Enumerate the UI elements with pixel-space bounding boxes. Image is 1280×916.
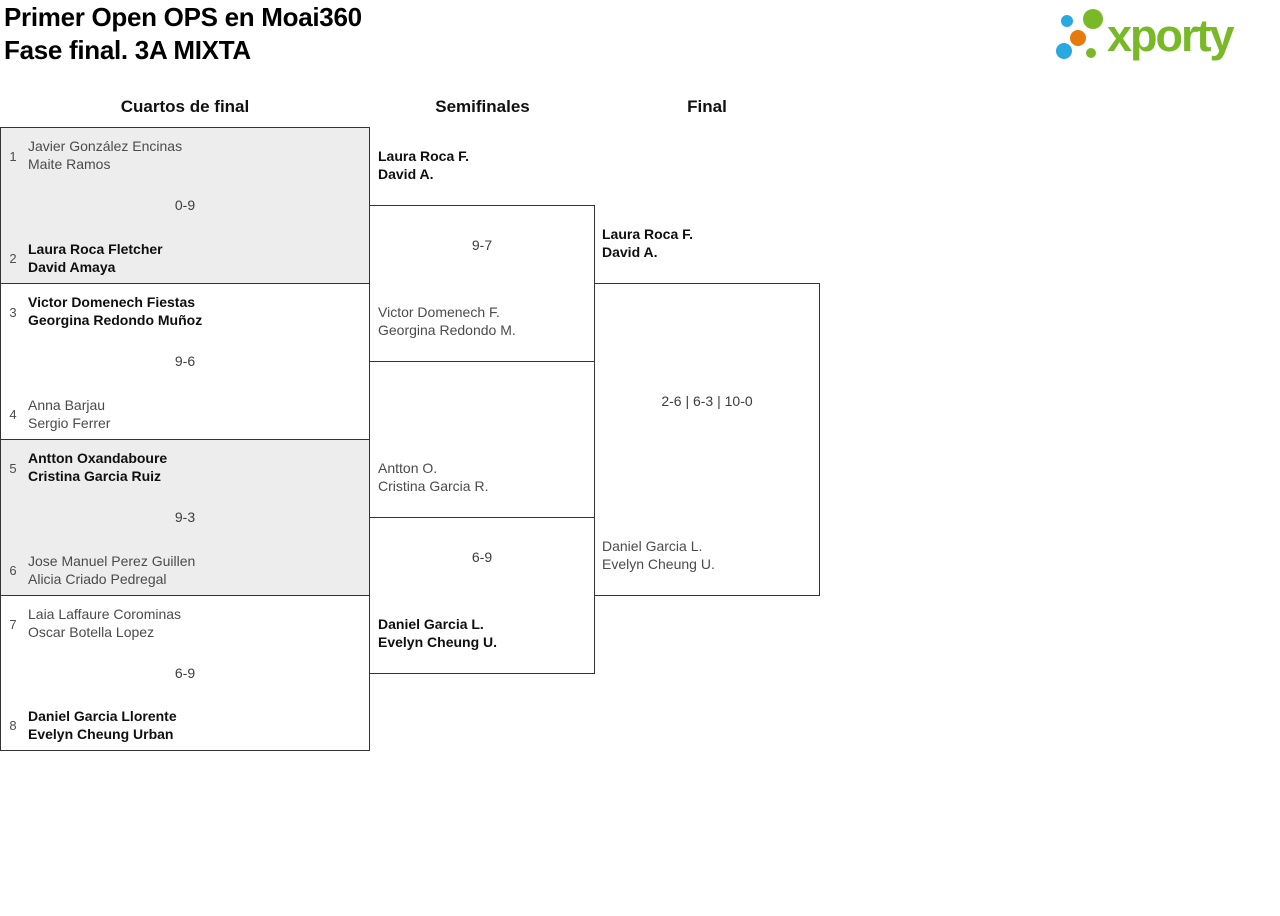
team-name: Antton O. Cristina Garcia R. xyxy=(378,460,489,494)
team-name: Javier González Encinas Maite Ramos xyxy=(28,138,183,172)
logo-dot-green-small-icon xyxy=(1086,48,1096,58)
team-name: Antton Oxandaboure Cristina Garcia Ruiz xyxy=(28,450,168,484)
seed-number: 3 xyxy=(9,304,17,320)
round-header-semifinals: Semifinales xyxy=(435,97,530,116)
round-header-quarterfinals: Cuartos de final xyxy=(120,97,250,116)
match-box-quarterfinal-2[interactable]: 3 Victor Domenech Fiestas Georgina Redon… xyxy=(0,283,370,440)
team-name: Victor Domenech Fiestas Georgina Redondo… xyxy=(28,294,203,328)
match-score: 6-9 xyxy=(174,665,196,681)
match-box-semifinal-2[interactable] xyxy=(369,517,595,674)
match-box-quarterfinal-4[interactable]: 7 Laia Laffaure Corominas Oscar Botella … xyxy=(0,595,370,751)
match-score: 9-6 xyxy=(174,353,196,369)
seed-number: 6 xyxy=(9,562,17,578)
seed-number: 5 xyxy=(9,460,17,476)
page-subtitle: Fase final. 3A MIXTA xyxy=(4,35,251,65)
team-name: Laura Roca F. David A. xyxy=(378,148,470,182)
logo-dot-blue-small-icon xyxy=(1061,15,1073,27)
seed-number: 4 xyxy=(9,406,17,422)
team-name: Laia Laffaure Corominas Oscar Botella Lo… xyxy=(28,606,182,640)
team-name: Laura Roca Fletcher David Amaya xyxy=(28,241,163,275)
team-name: Laura Roca F. David A. xyxy=(602,226,694,260)
seed-number: 7 xyxy=(9,616,17,632)
logo-dot-blue-big-icon xyxy=(1056,43,1072,59)
page-title: Primer Open OPS en Moai360 xyxy=(4,2,362,32)
logo-dot-orange-icon xyxy=(1070,30,1086,46)
match-score: 6-9 xyxy=(471,549,493,565)
match-box-quarterfinal-3[interactable]: 5 Antton Oxandaboure Cristina Garcia Rui… xyxy=(0,439,370,596)
seed-number: 1 xyxy=(9,148,17,164)
match-score: 2-6 | 6-3 | 10-0 xyxy=(661,393,753,409)
team-name: Anna Barjau Sergio Ferrer xyxy=(28,397,111,431)
seed-number: 2 xyxy=(9,250,17,266)
seed-number: 8 xyxy=(9,717,17,733)
match-score: 0-9 xyxy=(174,197,196,213)
logo-text: xporty xyxy=(1107,10,1235,61)
match-score: 9-7 xyxy=(471,237,493,253)
match-box-final[interactable] xyxy=(594,283,820,596)
team-name: Daniel Garcia Llorente Evelyn Cheung Urb… xyxy=(28,708,177,742)
page-header: Primer Open OPS en Moai360 Fase final. 3… xyxy=(4,1,362,67)
logo-dot-green-big-icon xyxy=(1083,9,1103,29)
match-score: 9-3 xyxy=(174,509,196,525)
round-header-final: Final xyxy=(687,97,727,116)
team-name: Jose Manuel Perez Guillen Alicia Criado … xyxy=(28,553,196,587)
match-box-quarterfinal-1[interactable]: 1 Javier González Encinas Maite Ramos 0-… xyxy=(0,127,370,284)
team-name: Daniel Garcia L. Evelyn Cheung U. xyxy=(602,538,715,572)
team-name: Daniel Garcia L. Evelyn Cheung U. xyxy=(378,616,498,650)
team-name: Victor Domenech F. Georgina Redondo M. xyxy=(378,304,516,338)
